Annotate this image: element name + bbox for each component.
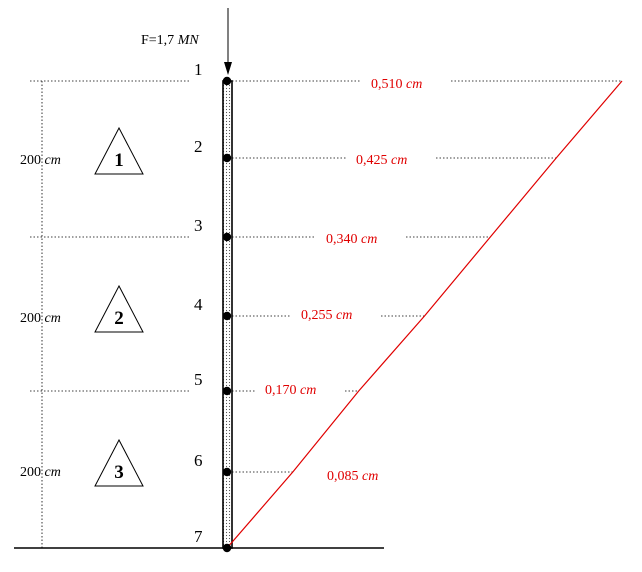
displacement-label: 0,425 cm — [356, 153, 407, 168]
node-point — [222, 467, 232, 477]
node-point — [222, 232, 232, 242]
segment-number: 3 — [114, 462, 124, 483]
segment-number: 2 — [114, 308, 124, 329]
node-point — [222, 386, 232, 396]
node-point — [222, 153, 232, 163]
node-label: 2 — [194, 137, 203, 156]
node-label: 3 — [194, 216, 203, 235]
displacement-label: 0,255 cm — [301, 308, 352, 323]
segment-length-label: 200 cm — [20, 153, 61, 168]
node-label: 6 — [194, 451, 203, 470]
node-point — [222, 543, 232, 553]
segment-markers: 1 200 cm 2 200 cm 3 200 cm — [20, 126, 144, 487]
segment-triangle — [94, 126, 144, 175]
node-point — [222, 311, 232, 321]
displacement-line — [226, 80, 623, 549]
displacement-label: 0,085 cm — [327, 469, 378, 484]
node-label: 7 — [194, 527, 203, 546]
segment-number: 1 — [114, 150, 124, 171]
segment-boundary-lines — [30, 80, 190, 392]
displacement-leader-lines — [232, 80, 622, 473]
displacement-labels: 0,510 cm 0,425 cm 0,340 cm 0,255 cm 0,170 cm… — [265, 77, 422, 484]
node-label: 1 — [194, 60, 203, 79]
displacement-label: 0,340 cm — [326, 232, 377, 247]
segment-triangle — [94, 438, 144, 487]
node-point — [222, 76, 232, 86]
displacement-label: 0,510 cm — [371, 77, 422, 92]
node-label: 5 — [194, 370, 203, 389]
segment-triangle — [94, 284, 144, 333]
load-arrow — [224, 8, 232, 75]
node-label: 4 — [194, 295, 203, 314]
segment-length-label: 200 cm — [20, 311, 61, 326]
segment-length-label: 200 cm — [20, 465, 61, 480]
nodes-group: 1 2 3 4 5 6 7 — [194, 60, 232, 553]
displacement-label: 0,170 cm — [265, 383, 316, 398]
load-label: F=1,7 MN — [141, 33, 199, 48]
